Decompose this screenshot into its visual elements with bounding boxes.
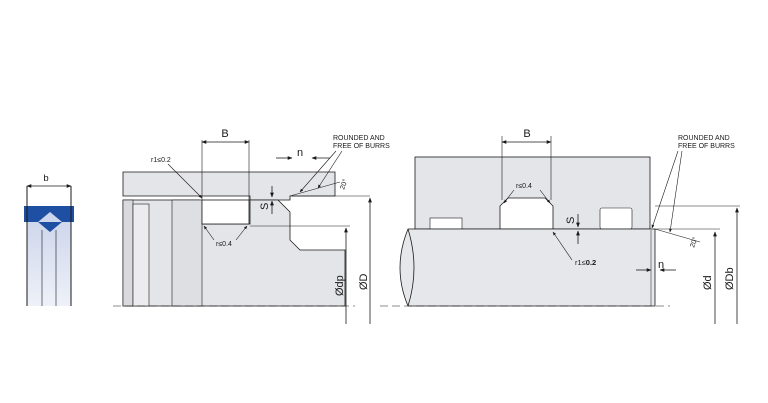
b-label: b [43,173,48,184]
rod [399,228,656,307]
rod-drawing: B r≤0.4 S r1≤0.2 ROUNDED AND FREE OF BUR… [380,128,740,324]
r-label-right: r≤0.4 [516,183,532,190]
B-label-left: B [221,128,228,140]
seal-lip [24,206,74,222]
note-line2-right: FREE OF BURRS [678,143,735,150]
S-label-left: S [259,203,271,210]
housing-drawing: B n r1≤0.2 r≤0.4 S 20° ROUNDED AND FREE … [113,128,390,324]
D-label: ØD [358,273,370,290]
seal-groove [201,199,250,225]
seal-profile: b [24,173,74,306]
B-label-right: B [523,128,530,140]
n-label-right: n [658,259,664,271]
S-label-right: S [565,217,577,224]
n-label-left: n [297,147,303,159]
angle-label-right: 20° [688,236,699,249]
d-label: Ød [702,275,714,290]
note-line1-left: ROUNDED AND [333,135,385,142]
r-label-left: r≤0.4 [216,241,232,248]
seal-groove-right [499,197,554,230]
dp-label: Ødp [334,275,346,296]
r1-label-left: r1≤0.2 [151,157,171,164]
r1-label-right: r1≤0.2 [575,258,596,267]
note-line2-left: FREE OF BURRS [333,143,390,150]
note-line1-right: ROUNDED AND [678,135,730,142]
angle-label-left: 20° [338,178,349,191]
Db-label: ØDb [724,267,736,290]
